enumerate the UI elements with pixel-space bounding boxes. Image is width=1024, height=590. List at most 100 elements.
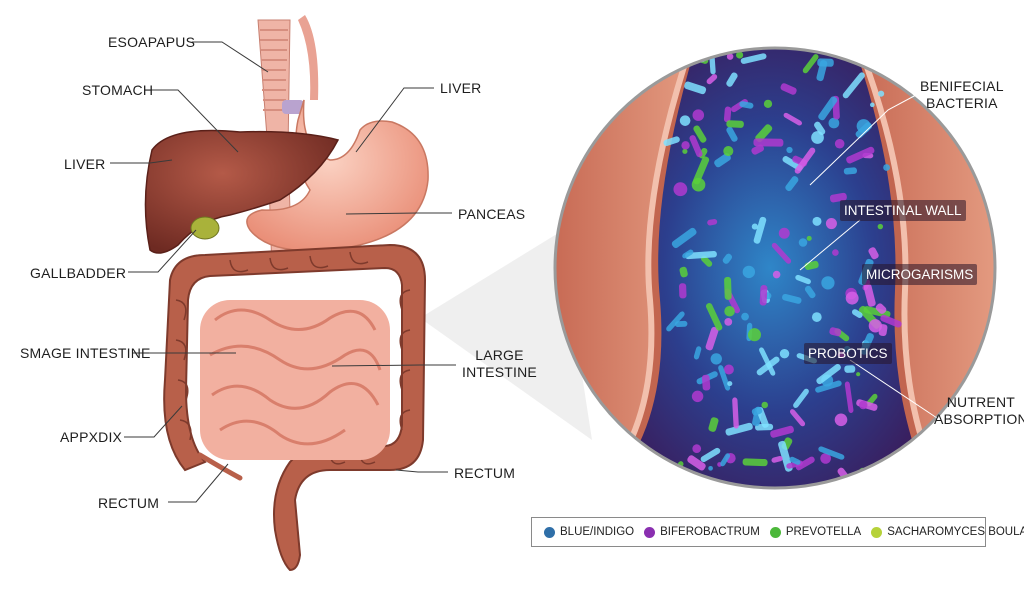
legend: BLUE/INDIGO BIFEROBACTRUM PREVOTELLA SAC… bbox=[531, 517, 1024, 547]
small-intestine-organ bbox=[200, 300, 390, 460]
bacterium bbox=[868, 247, 879, 260]
bacterium bbox=[816, 363, 841, 385]
bacterium bbox=[726, 53, 734, 60]
bacterium bbox=[663, 136, 680, 146]
bacterium bbox=[785, 176, 799, 192]
bacterium bbox=[798, 238, 808, 247]
large-intestine-organ bbox=[163, 243, 427, 572]
legend-label: SACHAROMYCES BOULARDII bbox=[887, 526, 1024, 538]
bacterium bbox=[783, 112, 803, 126]
label-appendix: APPXDIX bbox=[60, 429, 123, 445]
bacterium bbox=[821, 276, 835, 290]
label-liver-right: LIVER bbox=[440, 80, 482, 96]
bacterium bbox=[742, 265, 756, 279]
bacterium bbox=[845, 291, 859, 305]
bacterium bbox=[726, 120, 744, 128]
bacterium bbox=[761, 401, 769, 409]
bacterium bbox=[789, 409, 806, 427]
bacterium bbox=[692, 444, 702, 454]
bacterium bbox=[811, 312, 822, 322]
bacterium bbox=[724, 305, 735, 317]
bacterium bbox=[701, 255, 713, 267]
bacterium bbox=[772, 270, 781, 279]
bacterium bbox=[751, 144, 764, 155]
bacterium bbox=[806, 235, 812, 241]
label-stomach: STOMACH bbox=[82, 82, 154, 98]
bacterium bbox=[679, 266, 688, 278]
bacterium bbox=[707, 219, 718, 226]
bacterium bbox=[795, 456, 815, 471]
bacterium bbox=[793, 388, 809, 408]
legend-label: PREVOTELLA bbox=[785, 526, 862, 538]
bacterium bbox=[732, 397, 739, 429]
legend-item: PREVOTELLA bbox=[769, 526, 862, 538]
anatomy-leader-lines bbox=[110, 41, 456, 503]
legend-item: BLUE/INDIGO bbox=[544, 526, 634, 538]
bacterium bbox=[674, 320, 688, 328]
bacterium bbox=[726, 126, 738, 142]
bacterium bbox=[739, 101, 754, 109]
label-rectum-right: RECTUM bbox=[454, 465, 516, 481]
bacterium bbox=[844, 381, 854, 414]
bacterium bbox=[687, 455, 706, 471]
bacterium bbox=[751, 223, 758, 230]
magnifier-cone bbox=[420, 232, 592, 440]
gallbladder-organ bbox=[190, 216, 220, 240]
legend-swatch bbox=[769, 526, 781, 538]
bacterium bbox=[763, 99, 773, 109]
bacterium bbox=[723, 146, 734, 157]
bacterium bbox=[741, 312, 749, 321]
bacterium bbox=[747, 328, 762, 342]
bacterium bbox=[727, 381, 733, 387]
bacterium bbox=[740, 53, 767, 64]
bacterium bbox=[691, 390, 704, 403]
bacterium bbox=[709, 55, 716, 75]
bacterium bbox=[685, 250, 717, 260]
label-large-intestine: LARGE INTESTINE bbox=[462, 347, 537, 380]
bacterium bbox=[722, 253, 733, 264]
bacterium bbox=[724, 276, 732, 300]
bacterium bbox=[794, 147, 816, 174]
bacterium bbox=[811, 131, 824, 144]
bacterium bbox=[771, 242, 792, 264]
bacterium bbox=[828, 117, 840, 129]
bacterium bbox=[723, 106, 732, 123]
legend-swatch bbox=[644, 526, 656, 538]
legend-swatch bbox=[871, 526, 883, 538]
bacterium bbox=[877, 223, 884, 230]
bacterium bbox=[786, 146, 793, 154]
bacterium bbox=[818, 446, 845, 460]
bacterium bbox=[725, 422, 753, 436]
bacterium bbox=[844, 365, 856, 373]
bacterium bbox=[681, 141, 690, 150]
bacterium bbox=[724, 317, 733, 326]
bacterium bbox=[718, 365, 731, 391]
bacterium bbox=[679, 115, 691, 126]
bacterium bbox=[742, 458, 768, 467]
appendix-organ bbox=[197, 452, 243, 481]
label-intestinal-wall: INTESTINAL WALL bbox=[840, 200, 966, 221]
bacterium bbox=[682, 249, 694, 259]
label-esophagus: ESOAPAPUS bbox=[108, 34, 196, 50]
bacterium bbox=[682, 148, 688, 154]
bacterium bbox=[878, 90, 885, 97]
bacterium bbox=[863, 283, 876, 307]
legend-item: BIFEROBACTRUM bbox=[644, 526, 760, 538]
bacterium bbox=[825, 218, 837, 230]
bacterium bbox=[705, 326, 719, 351]
bacterium bbox=[759, 347, 776, 376]
bacterium bbox=[753, 216, 767, 244]
bacterium bbox=[771, 456, 783, 463]
bacterium bbox=[684, 81, 707, 95]
bacterium bbox=[804, 285, 816, 299]
bacterium bbox=[706, 74, 718, 85]
bacterium bbox=[770, 425, 794, 438]
label-rectum-left: RECTUM bbox=[98, 495, 160, 511]
bacterium bbox=[812, 216, 822, 226]
bacterium bbox=[751, 406, 763, 416]
bacterium bbox=[869, 102, 875, 108]
bacterium bbox=[692, 109, 705, 121]
bacterium bbox=[820, 453, 831, 464]
bacterium bbox=[816, 60, 828, 82]
